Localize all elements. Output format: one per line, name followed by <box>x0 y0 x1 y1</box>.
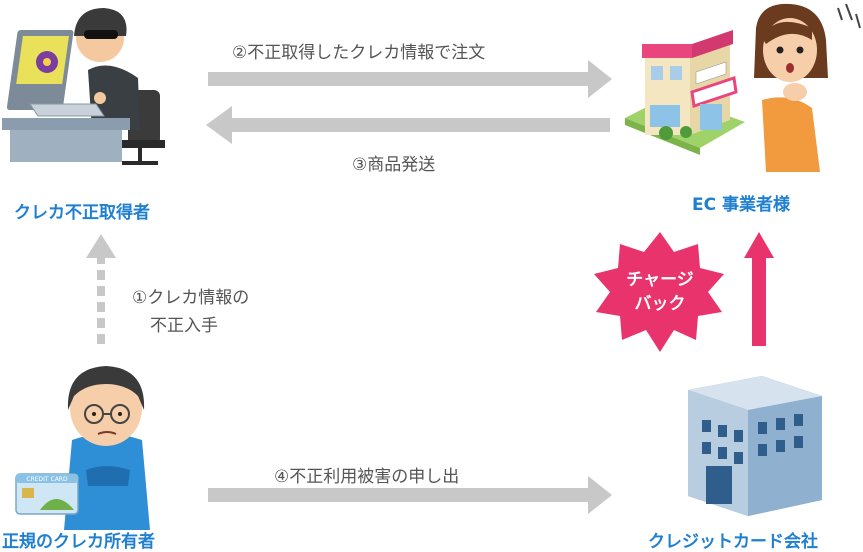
chargeback-burst <box>594 232 724 352</box>
card-text: CREDIT CARD <box>26 476 68 483</box>
arrow-step1 <box>86 234 116 344</box>
card-company-building <box>688 376 822 516</box>
step1-text-line1: ①クレカ情報の <box>132 288 250 308</box>
step2-text: ②不正取得したクレカ情報で注文 <box>232 43 486 63</box>
cardholder-label: 正規のクレカ所有者 <box>2 532 155 552</box>
arrow-step3 <box>206 106 610 144</box>
shop-illustration <box>625 30 745 155</box>
fraudster-label: クレカ不正取得者 <box>14 203 150 223</box>
arrow-step4 <box>208 476 612 514</box>
merchant-label: EC 事業者様 <box>692 195 791 215</box>
step1-text-line2: 不正入手 <box>150 316 218 336</box>
step3-text: ③商品発送 <box>352 155 436 175</box>
chargeback-line2: バック <box>634 294 686 314</box>
credit-card-illustration: CREDIT CARD <box>15 473 79 515</box>
fraudster-illustration <box>2 8 165 165</box>
chargeback-label: チャージ バック <box>612 268 708 316</box>
cardholder-illustration <box>64 366 150 530</box>
step4-text: ④不正利用被害の申し出 <box>274 467 460 487</box>
card-company-label: クレジットカード会社 <box>648 532 818 552</box>
merchant-illustration <box>754 3 861 172</box>
chargeback-line1: チャージ <box>626 270 694 290</box>
arrow-chargeback <box>744 232 774 346</box>
arrow-step2 <box>208 60 612 98</box>
